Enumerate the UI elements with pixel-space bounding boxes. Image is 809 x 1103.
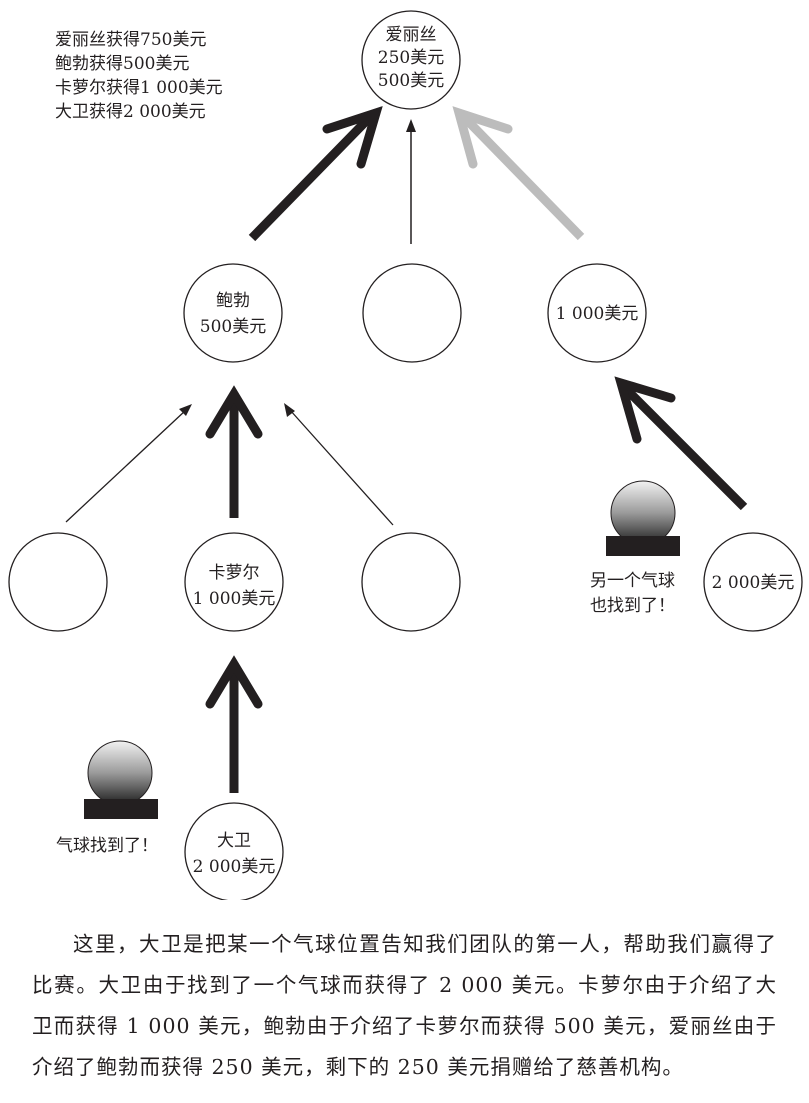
node-left-empty [8,532,108,632]
balloon-icon-right [606,480,680,556]
explanation-text: 这里，大卫是把某一个气球位置告知我们团队的第一人，帮助我们赢得了比赛。大卫由于找… [32,932,777,1079]
legend-line-david: 大卫获得2 000美元 [55,102,206,122]
arrow-right-to-alice [452,106,585,241]
node-alice-amount-1: 250美元 [378,48,444,68]
node-middle-right-amount: 1 000美元 [556,304,639,324]
arrow-david-to-carol [205,655,263,793]
node-david-amount: 2 000美元 [193,857,276,877]
balloon-right-caption-2: 也找到了！ [590,596,675,616]
node-carol-amount: 1 000美元 [193,589,276,609]
node-far-right-amount: 2 000美元 [712,573,795,593]
node-carol-name: 卡萝尔 [209,563,260,583]
node-carol: 卡萝尔 1 000美元 [184,532,284,632]
node-david: 大卫 2 000美元 [184,802,284,900]
node-bob-name: 鲍勃 [216,291,250,311]
node-bob: 鲍勃 500美元 [183,263,283,363]
balloon-right-caption-1: 另一个气球 [590,571,675,591]
node-alice: 爱丽丝 250美元 500美元 [361,10,461,110]
referral-tree-diagram: 爱丽丝 250美元 500美元 鲍勃 500美元 1 000美元 [8,10,803,900]
balloon-icon-left [84,740,158,819]
node-alice-amount-2: 500美元 [378,71,444,91]
legend-line-bob: 鲍勃获得500美元 [55,54,190,74]
earnings-legend: 爱丽丝获得750美元 鲍勃获得500美元 卡萝尔获得1 000美元 大卫获得2 … [55,28,223,124]
node-bob-amount: 500美元 [200,317,266,337]
node-middle-empty [362,263,462,363]
arrow-far-right-to-middle-right [614,376,748,511]
node-david-name: 大卫 [217,831,251,851]
legend-line-alice: 爱丽丝获得750美元 [55,30,207,50]
legend-line-carol: 卡萝尔获得1 000美元 [55,78,223,98]
node-middle-right: 1 000美元 [547,263,647,363]
node-right-empty [361,532,461,632]
balloon-left-caption: 气球找到了！ [56,836,158,856]
node-alice-name: 爱丽丝 [386,25,437,45]
arrow-left-to-bob [65,404,192,523]
explanation-paragraph: 这里，大卫是把某一个气球位置告知我们团队的第一人，帮助我们赢得了比赛。大卫由于找… [32,924,777,1088]
arrow-middle-to-alice [406,119,416,244]
arrow-bob-to-alice [248,106,383,242]
arrow-carol-to-bob [205,385,263,518]
arrow-right-to-bob [284,403,394,526]
node-far-right: 2 000美元 [703,532,803,632]
